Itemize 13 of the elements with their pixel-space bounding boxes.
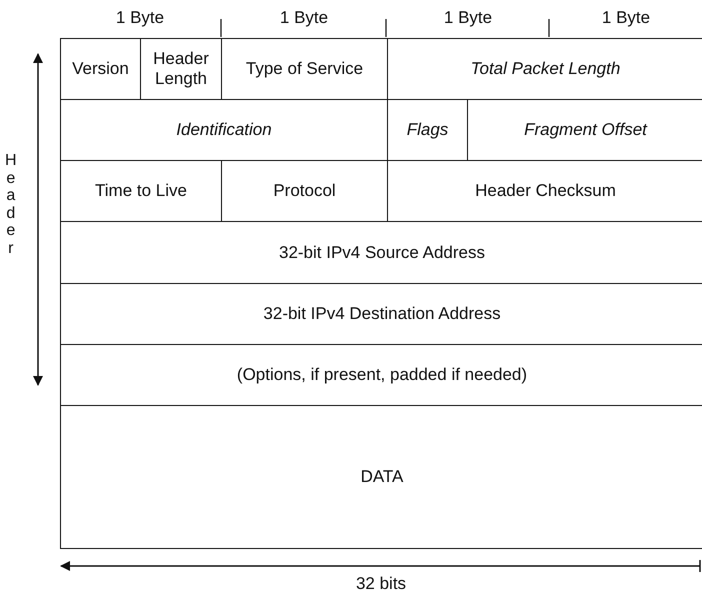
field-cell: 32-bit IPv4 Source Address: [60, 221, 702, 284]
byte-label: 1 Byte: [444, 8, 492, 28]
field-cell: Identification: [60, 99, 388, 162]
axis-label: Header: [5, 152, 17, 258]
field-cell: Time to Live: [60, 160, 222, 222]
byte-label: 1 Byte: [280, 8, 328, 28]
field-cell: 32-bit IPv4 Destination Address: [60, 283, 702, 346]
field-cell: (Options, if present, padded if needed): [60, 344, 702, 406]
field-cell: Version: [60, 38, 141, 100]
width-label: 32 bits: [356, 574, 406, 594]
byte-label: 1 Byte: [116, 8, 164, 28]
field-cell: DATA: [60, 405, 702, 548]
byte-label: 1 Byte: [602, 8, 650, 28]
